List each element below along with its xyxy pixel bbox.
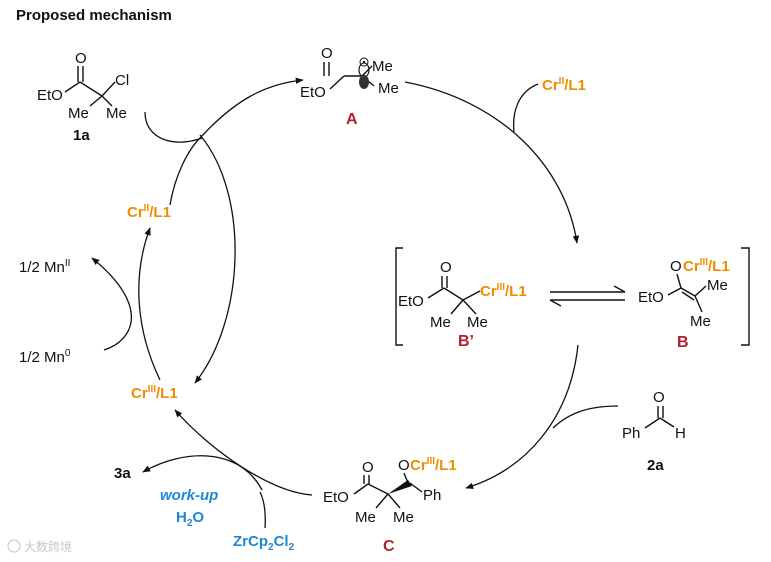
- atom-o-b: O: [670, 258, 682, 275]
- atom-me-a-bottom: Me: [378, 80, 399, 97]
- atom-eto-c: EtO: [323, 489, 349, 506]
- arrow-workup-to-3a: [142, 455, 263, 491]
- compound-label-3a: 3a: [114, 465, 131, 482]
- atom-eto-a: EtO: [300, 84, 326, 101]
- atom-o-c-carbonyl: O: [362, 459, 374, 476]
- equilibrium-forward-half-arrow: [613, 285, 626, 293]
- intermediate-label-c: C: [383, 538, 395, 555]
- atom-eto-b: EtO: [638, 289, 664, 306]
- arrow-a-to-b: [404, 81, 580, 244]
- atom-me-bp-left: Me: [430, 314, 451, 331]
- arrow-2a-entry-hook: [552, 405, 619, 429]
- atom-me-c-right: Me: [393, 509, 414, 526]
- atom-eto-bp: EtO: [398, 293, 424, 310]
- atom-ph-2a: Ph: [622, 425, 640, 442]
- cr2-l1-top-label: CrII/L1: [542, 76, 586, 94]
- intermediate-b-prime-structure: O EtO Me Me: [398, 259, 488, 331]
- atom-me-bp-right: Me: [467, 314, 488, 331]
- arrow-cr2-to-1a-junction: [169, 137, 201, 206]
- atom-me-b-top: Me: [707, 277, 728, 294]
- arrow-cr3-to-cr2: [138, 227, 161, 381]
- atom-me-1a-left: Me: [68, 105, 89, 122]
- arrow-c-to-cr3: [174, 409, 313, 496]
- atom-me-a-top: Me: [372, 58, 393, 75]
- intermediate-label-b-prime: B’: [458, 333, 474, 350]
- watermark-logo-icon: [7, 539, 21, 553]
- atom-me-c-left: Me: [355, 509, 376, 526]
- atom-eto-1a: EtO: [37, 87, 63, 104]
- intermediate-label-a: A: [346, 111, 358, 128]
- intermediate-b-structure: O EtO Me Me: [638, 258, 728, 330]
- atom-o-c-alkoxide: O: [398, 457, 410, 474]
- watermark: 大数跨境: [7, 539, 72, 554]
- cr3-l1-bp-label: CrIII/L1: [480, 282, 527, 300]
- radical-dot-icon: [359, 57, 369, 67]
- intermediate-a-structure: O Me EtO Me: [300, 45, 399, 101]
- water-label: H2O: [176, 509, 204, 529]
- arrow-1a-entry-hook: [144, 111, 203, 143]
- arrow-zr-entry-hook: [259, 491, 266, 529]
- arrow-cr2-to-cr3-activation: [194, 134, 236, 384]
- intermediate-label-b: B: [677, 334, 689, 351]
- cr3-l1-c-label: CrIII/L1: [410, 456, 457, 474]
- scheme-title: Proposed mechanism: [16, 7, 172, 24]
- compound-1a-structure: O Cl EtO Me Me: [37, 50, 129, 122]
- cr2-l1-left-label: CrII/L1: [127, 203, 171, 221]
- atom-o-1a: O: [75, 50, 87, 67]
- atom-me-1a-right: Me: [106, 105, 127, 122]
- cr3-l1-b-label: CrIII/L1: [683, 257, 730, 275]
- mn-ii-label: 1/2 MnII: [19, 258, 70, 276]
- bracket-right: [741, 247, 750, 346]
- atom-cl-1a: Cl: [115, 72, 129, 89]
- zrcp2cl2-label: ZrCp2Cl2: [233, 533, 295, 553]
- watermark-text: 大数跨境: [24, 539, 72, 554]
- intermediate-c-structure: O O EtO Ph Me Me: [323, 457, 441, 526]
- cr3-l1-left-label: CrIII/L1: [131, 384, 178, 402]
- compound-2a-structure: O Ph H: [622, 389, 686, 442]
- arrow-1a-to-a: [199, 77, 304, 139]
- workup-label: work-up: [160, 487, 218, 504]
- arrow-cr2-entry-hook: [512, 83, 539, 133]
- arrow-b-to-c: [465, 344, 579, 489]
- bracket-left: [395, 247, 403, 346]
- compound-label-1a: 1a: [73, 127, 90, 144]
- compound-label-2a: 2a: [647, 457, 664, 474]
- atom-h-2a: H: [675, 425, 686, 442]
- arrow-mn0-to-mn2: [91, 257, 132, 351]
- atom-o-a: O: [321, 45, 333, 62]
- mn-0-label: 1/2 Mn0: [19, 348, 71, 366]
- wedge-bond-icon: [388, 480, 412, 494]
- p-orbital-bottom-lobe: [359, 75, 369, 89]
- atom-o-2a: O: [653, 389, 665, 406]
- atom-me-b-bottom: Me: [690, 313, 711, 330]
- atom-o-bp: O: [440, 259, 452, 276]
- atom-ph-c: Ph: [423, 487, 441, 504]
- equilibrium-reverse-half-arrow: [549, 299, 562, 307]
